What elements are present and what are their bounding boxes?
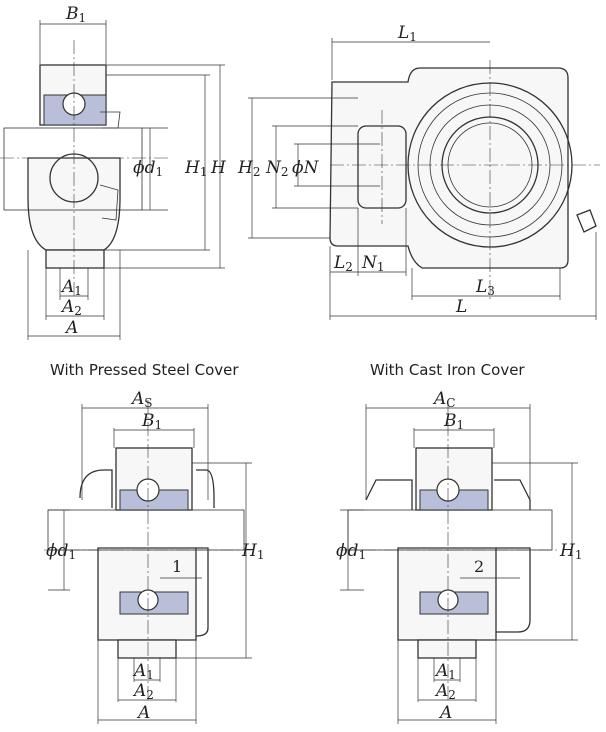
label-a-ps: A xyxy=(136,703,150,723)
label-h1-main: H xyxy=(184,158,201,178)
label-n2-sub: 2 xyxy=(281,165,289,179)
label-n-prefix: ϕ xyxy=(292,158,304,178)
label-b1-main: B xyxy=(65,4,79,24)
label-a2-ps-main: A xyxy=(132,681,146,701)
clearance-value-pressed-steel: 1 xyxy=(172,557,182,576)
dim-l1: L1 xyxy=(331,23,490,80)
cast-iron-cover-view xyxy=(340,400,560,700)
label-b1-ci-main: B xyxy=(443,411,457,431)
svg-text:A2: A2 xyxy=(60,297,82,318)
label-as-main: A xyxy=(130,389,144,409)
dim-l2-n1-l3-l: L2 N1 L3 L xyxy=(329,208,597,320)
label-d1-sub: 1 xyxy=(155,165,163,179)
label-a1-ps-sub: 1 xyxy=(146,668,154,682)
caption-cast-iron-cover: With Cast Iron Cover xyxy=(370,361,525,379)
label-b1-ps-sub: 1 xyxy=(155,418,163,432)
label-a2-ci-sub: 2 xyxy=(448,688,456,702)
label-d1-prefix: ϕ xyxy=(133,158,145,178)
label-a2-ci-main: A xyxy=(434,681,448,701)
label-d1-ps-sub: 1 xyxy=(68,548,76,562)
svg-text:A1: A1 xyxy=(60,277,82,298)
svg-text:B1: B1 xyxy=(65,4,86,25)
label-a-ci: A xyxy=(438,703,452,723)
svg-text:H1: H1 xyxy=(559,541,582,562)
dim-a-top: A1 A2 A xyxy=(27,250,121,340)
label-l2-sub: 2 xyxy=(345,260,353,274)
svg-text:N1: N1 xyxy=(361,253,385,274)
dim-pressed-steel: AS B1 ϕd1 H1 1 A1 A2 A xyxy=(46,389,264,724)
label-a1-sub: 1 xyxy=(74,284,82,298)
svg-text:ϕd1: ϕd1 xyxy=(46,541,76,562)
label-d1-ci-main: d xyxy=(348,541,359,561)
label-l3-main: L xyxy=(475,277,487,297)
svg-text:L1: L1 xyxy=(397,23,417,44)
svg-text:ϕd1: ϕd1 xyxy=(336,541,366,562)
label-d1-ci-prefix: ϕ xyxy=(336,541,348,561)
label-d1-main: d xyxy=(145,158,156,178)
svg-text:H1: H1 xyxy=(241,541,264,562)
caption-pressed-steel-cover: With Pressed Steel Cover xyxy=(50,361,239,379)
label-l3-sub: 3 xyxy=(487,284,495,298)
label-h1-sub: 1 xyxy=(200,165,208,179)
label-a: A xyxy=(64,318,78,338)
label-b1-ps-main: B xyxy=(141,411,155,431)
label-a1-ps-main: A xyxy=(132,661,146,681)
label-h1-ci-sub: 1 xyxy=(575,548,583,562)
label-a1-main: A xyxy=(60,277,74,297)
label-a2-sub: 2 xyxy=(74,304,82,318)
svg-text:ϕd1: ϕd1 xyxy=(133,158,163,179)
front-view xyxy=(329,60,600,300)
label-h2-sub: 2 xyxy=(253,165,261,179)
dim-h1-h: H1 H xyxy=(104,64,227,269)
svg-text:L2: L2 xyxy=(333,253,353,274)
label-h1-ps-sub: 1 xyxy=(257,548,265,562)
dim-b1: B1 xyxy=(39,4,107,64)
label-h: H xyxy=(210,158,227,178)
dim-h2-n2-n: H2 N2 ϕN xyxy=(237,97,380,239)
svg-text:AS: AS xyxy=(130,389,153,410)
label-l1-main: L xyxy=(397,23,409,43)
label-b1-ci-sub: 1 xyxy=(457,418,465,432)
svg-text:H1: H1 xyxy=(184,158,207,179)
label-l: L xyxy=(455,297,467,317)
label-a2-main: A xyxy=(60,297,74,317)
svg-text:N2: N2 xyxy=(265,158,289,179)
svg-text:B1: B1 xyxy=(443,411,464,432)
label-n1-sub: 1 xyxy=(377,260,385,274)
label-a2-ps-sub: 2 xyxy=(146,688,154,702)
label-d1-ps-prefix: ϕ xyxy=(46,541,58,561)
svg-text:A1: A1 xyxy=(434,661,456,682)
label-as-sub: S xyxy=(144,396,152,410)
clearance-value-cast-iron: 2 xyxy=(474,557,484,576)
label-l1-sub: 1 xyxy=(409,30,417,44)
svg-text:B1: B1 xyxy=(141,411,162,432)
label-n1-main: N xyxy=(361,253,378,273)
label-h1-ci-main: H xyxy=(559,541,576,561)
label-l2-main: L xyxy=(333,253,345,273)
svg-text:A2: A2 xyxy=(132,681,154,702)
label-a1-ci-sub: 1 xyxy=(448,668,456,682)
label-ac-sub: C xyxy=(446,396,455,410)
svg-text:A1: A1 xyxy=(132,661,154,682)
label-h2-main: H xyxy=(237,158,254,178)
label-ac-main: A xyxy=(432,389,446,409)
label-d1-ps-main: d xyxy=(58,541,69,561)
label-n-main: N xyxy=(303,158,320,178)
svg-text:ϕN: ϕN xyxy=(292,158,320,178)
label-d1-ci-sub: 1 xyxy=(358,548,366,562)
dim-d1: ϕd1 xyxy=(133,127,168,211)
side-section-view xyxy=(0,40,170,296)
dim-cast-iron: AC B1 ϕd1 H1 2 A1 A2 A xyxy=(336,389,582,724)
pressed-steel-cover-view xyxy=(44,400,252,700)
svg-text:L3: L3 xyxy=(475,277,495,298)
label-n2-main: N xyxy=(265,158,282,178)
label-b1-sub: 1 xyxy=(79,11,87,25)
svg-text:AC: AC xyxy=(432,389,455,410)
label-a1-ci-main: A xyxy=(434,661,448,681)
svg-text:H2: H2 xyxy=(237,158,260,179)
svg-text:A2: A2 xyxy=(434,681,456,702)
label-h1-ps-main: H xyxy=(241,541,258,561)
